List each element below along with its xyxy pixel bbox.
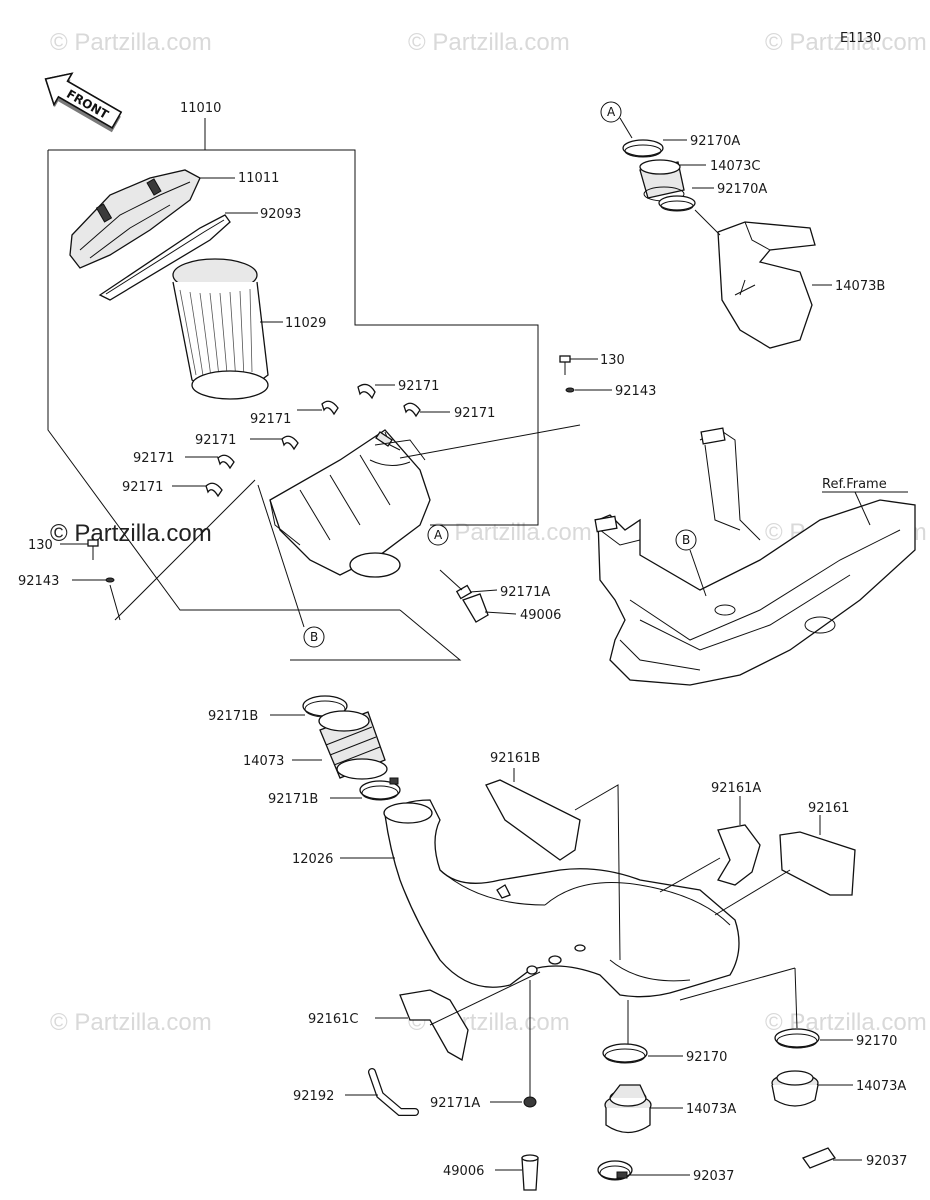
callout-a-text: A [434,528,443,542]
part-label: 92171 [250,412,291,427]
intake-duct-14073B [694,209,832,349]
part-label: 92192 [293,1089,334,1104]
part-label: 92037 [693,1169,734,1184]
filter-element [172,258,283,400]
screw-and-washer-left [60,539,121,621]
part-label: 92171 [195,433,236,448]
screw-and-washer-right [399,355,612,459]
part-label: 14073 [243,754,284,769]
watermark-text: © Partzilla.com [430,519,592,546]
pad-92161B [485,768,621,961]
air-duct-12026 [340,799,740,998]
duct-clamp-lower [658,187,714,212]
part-label: 92171 [122,480,163,495]
part-label: 92171B [208,709,258,724]
part-label: 92170A [690,134,740,149]
part-label: 92171A [430,1096,480,1111]
duct-boot-14073C [639,159,706,202]
part-label: 14073C [710,159,760,174]
diagram-id: E1130 [840,31,881,46]
watermark-text: © Partzilla.com [50,1009,212,1036]
cap-14073A-right [771,1070,853,1107]
callout-b-text: B [682,533,690,547]
callout-a-duct: A [600,101,633,139]
part-label: 92161B [490,751,540,766]
part-label: 49006 [520,608,561,623]
callout-b-case: B [257,484,325,648]
clamp-92170-right [679,967,853,1049]
pad-92161A [659,796,761,893]
part-label: 92171 [398,379,439,394]
air-cleaner-case [269,429,431,578]
part-label: 130 [28,538,53,553]
part-label: 130 [600,353,625,368]
watermark-text: © Partzilla.com [765,29,927,56]
part-label: 11029 [285,316,326,331]
part-label: 92161C [308,1012,358,1027]
callout-b-frame: B [675,529,707,597]
pad-92161 [714,815,856,916]
drain-plug-top [439,569,517,623]
part-label: 14073A [856,1079,906,1094]
clamp-92037-mid [597,1160,690,1181]
clamp-92170-mid [602,1000,683,1064]
part-label: 49006 [443,1164,484,1179]
part-label: 14073A [686,1102,736,1117]
duct-clamp-upper [622,139,687,158]
part-label: 12026 [292,852,333,867]
part-label: 92161A [711,781,761,796]
part-label: 92171B [268,792,318,807]
part-label: 92170 [686,1050,727,1065]
part-label: 92170A [717,182,767,197]
ref-frame-label: Ref.Frame [822,477,887,492]
part-label: 92170 [856,1034,897,1049]
part-label: 11010 [180,101,221,116]
part-label: 92171 [133,451,174,466]
part-label: 92143 [18,574,59,589]
gasket [98,212,258,301]
part-labels: 11010 11011 92093 11029 130 92143 92171 … [18,101,907,1184]
part-label: 92143 [615,384,656,399]
watermark-text: © Partzilla.com [408,29,570,56]
frame-reference: Ref.Frame [594,427,916,686]
front-arrow-icon: FRONT [44,72,123,133]
cap-14073A-mid [604,1084,683,1134]
drain-plug-bottom [490,980,539,1191]
air-cleaner-cover [69,169,235,269]
part-label: 92161 [808,801,849,816]
callout-b-text: B [310,630,318,644]
callout-a-text: A [607,105,616,119]
assembly-bracket-11010 [47,118,539,661]
part-label: 11011 [238,171,279,186]
part-label: 92093 [260,207,301,222]
part-label: 92171A [500,585,550,600]
part-label: 92037 [866,1154,907,1169]
watermark-text: © Partzilla.com [50,29,212,56]
part-label: 14073B [835,279,885,294]
intake-boot-14073 [292,710,388,780]
hose-92192 [345,1068,419,1116]
part-label: 92171 [454,406,495,421]
callout-a-case: A [427,524,449,546]
clamp-92037-right [801,1147,862,1169]
clamp-92171-group [172,383,450,498]
clamp-92171B-lower [330,777,401,801]
pad-92161C [375,971,541,1062]
